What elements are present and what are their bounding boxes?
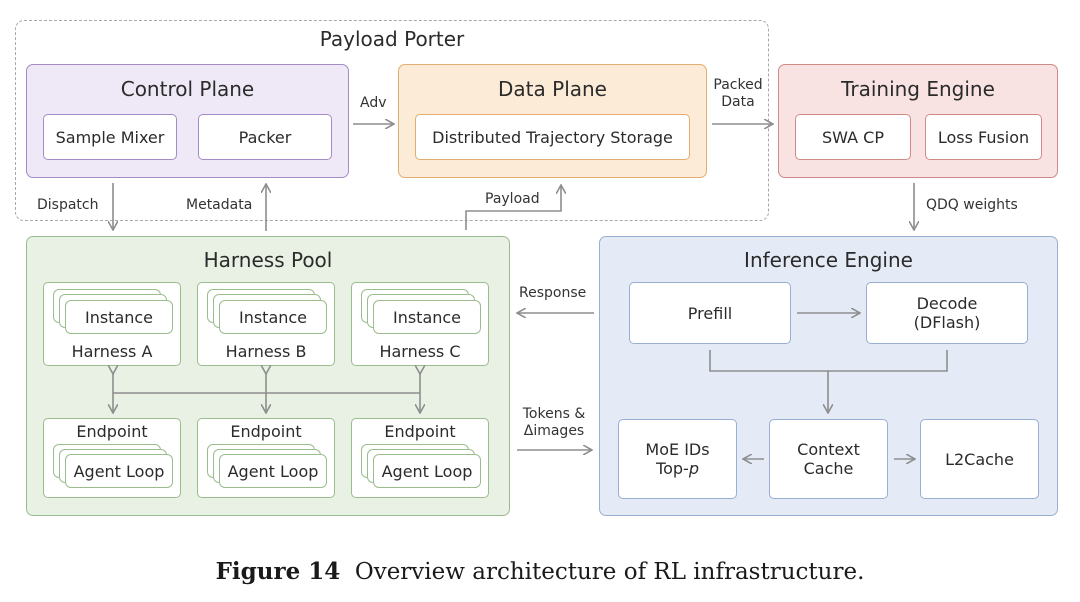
l2cache-box: L2Cache xyxy=(920,419,1039,499)
agent-loop-card: Agent Loop xyxy=(373,454,481,488)
endpoint-card: Endpoint Agent Loop xyxy=(351,418,489,498)
payload-arrow xyxy=(465,186,561,230)
packed-data-label: Packed Data xyxy=(713,77,763,110)
prefill-box: Prefill xyxy=(629,282,791,344)
packer-box: Packer xyxy=(198,114,332,160)
inference-engine-title: Inference Engine xyxy=(744,248,913,272)
harness-card: Instance Harness C xyxy=(351,282,489,366)
tokens-images-label: Tokens & Δimages xyxy=(522,406,586,439)
payload-porter-region: Payload Porter xyxy=(15,20,769,221)
qdq-weights-label: QDQ weights xyxy=(926,197,1018,213)
sample-mixer-box: Sample Mixer xyxy=(43,114,177,160)
top-p-label: Top-p xyxy=(656,459,699,478)
dispatch-label: Dispatch xyxy=(37,197,99,213)
harness-card: Instance Harness A xyxy=(43,282,181,366)
moe-ids-box: MoE IDs Top-p xyxy=(618,419,737,499)
endpoint-title: Endpoint xyxy=(76,422,148,441)
endpoint-title: Endpoint xyxy=(384,422,456,441)
control-plane-title: Control Plane xyxy=(120,77,255,101)
adv-label: Adv xyxy=(360,95,387,111)
figure-caption: Figure 14 Overview architecture of RL in… xyxy=(0,558,1080,585)
decode-box: Decode (DFlash) xyxy=(866,282,1028,344)
instance-card: Instance xyxy=(219,300,327,334)
metadata-label: Metadata xyxy=(186,197,253,213)
harness-name: Harness A xyxy=(71,342,153,361)
agent-loop-card: Agent Loop xyxy=(219,454,327,488)
endpoint-title: Endpoint xyxy=(230,422,302,441)
training-engine-title: Training Engine xyxy=(841,77,995,101)
distributed-trajectory-storage-box: Distributed Trajectory Storage xyxy=(415,114,690,160)
instance-card: Instance xyxy=(65,300,173,334)
response-label: Response xyxy=(519,285,587,301)
harness-card: Instance Harness B xyxy=(197,282,335,366)
endpoint-card: Endpoint Agent Loop xyxy=(43,418,181,498)
merge-to-context-cache-arrow xyxy=(709,350,948,412)
moe-ids-label: MoE IDs xyxy=(645,440,710,459)
payload-porter-title: Payload Porter xyxy=(319,27,465,51)
endpoint-card: Endpoint Agent Loop xyxy=(197,418,335,498)
harness-name: Harness C xyxy=(379,342,461,361)
instance-card: Instance xyxy=(373,300,481,334)
context-cache-box: Context Cache xyxy=(769,419,888,499)
data-plane-title: Data Plane xyxy=(498,77,607,101)
swa-cp-box: SWA CP xyxy=(795,114,911,160)
caption-text: Overview architecture of RL infrastructu… xyxy=(354,559,865,585)
payload-label: Payload xyxy=(485,191,540,207)
harness-pool-title: Harness Pool xyxy=(203,248,333,272)
agent-loop-card: Agent Loop xyxy=(65,454,173,488)
loss-fusion-box: Loss Fusion xyxy=(925,114,1042,160)
figure-number: Figure 14 xyxy=(215,558,341,585)
harness-name: Harness B xyxy=(225,342,307,361)
